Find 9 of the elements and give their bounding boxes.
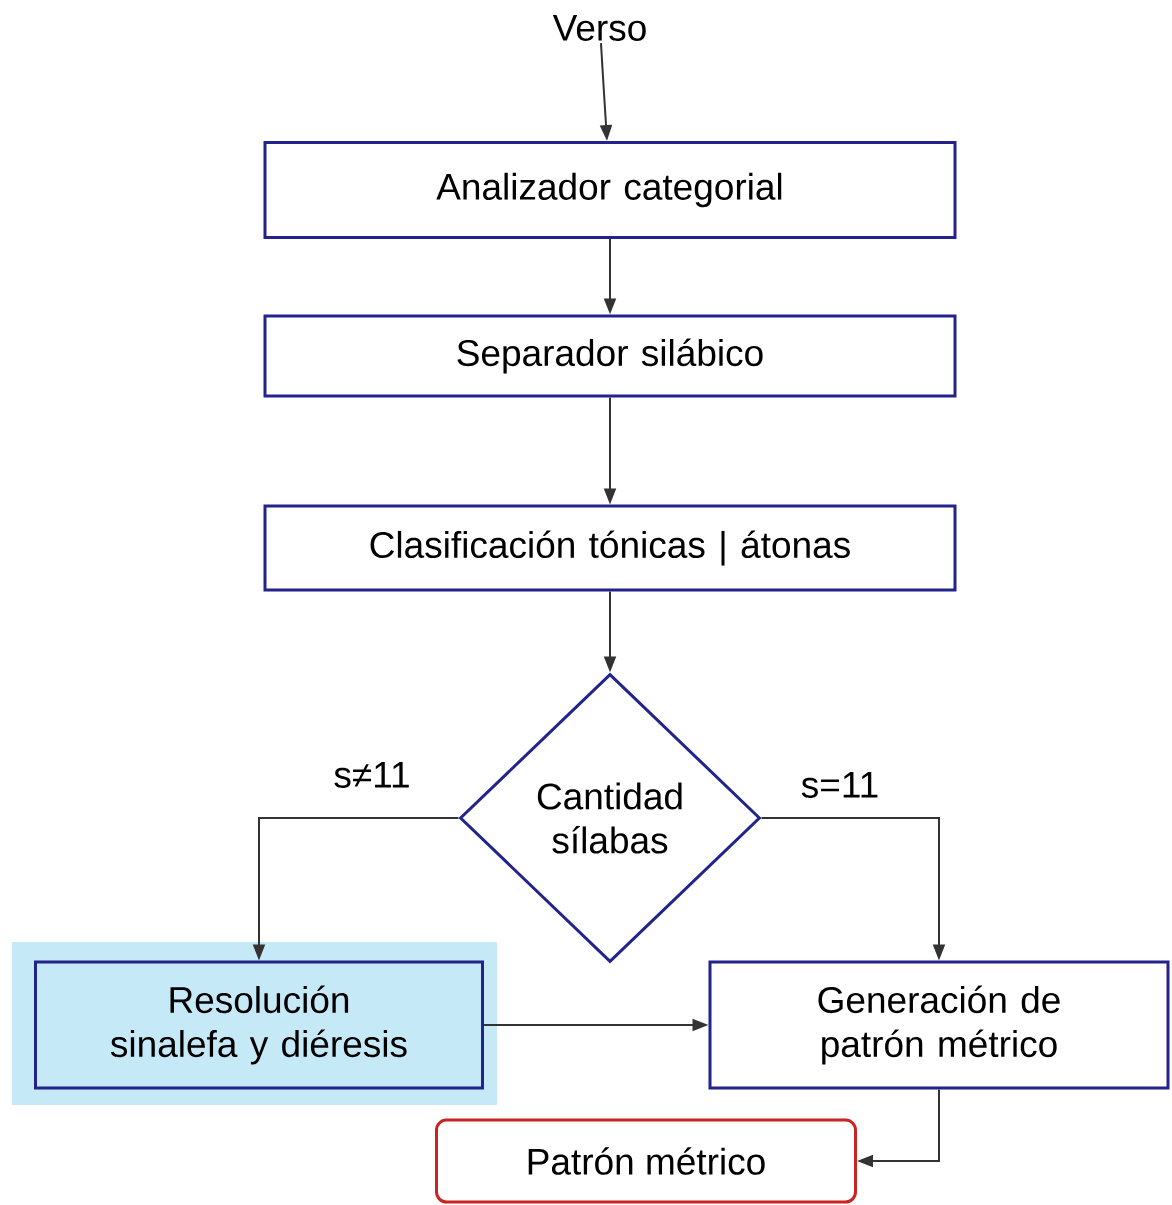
edge-label: s=11 <box>801 772 878 798</box>
process-box: Clasificación tónicas | átonas <box>263 504 957 592</box>
process-box: Generación de patrón métrico <box>708 960 1170 1090</box>
process-box: Separador silábico <box>263 314 957 398</box>
output-box: Patrón métrico <box>435 1118 857 1204</box>
process-box: Analizador categorial <box>263 141 957 239</box>
highlighted-process-box: Resolución sinalefa y diéresis <box>34 960 484 1090</box>
input-text: Verso <box>552 15 646 41</box>
edge-label: s≠11 <box>334 762 409 788</box>
